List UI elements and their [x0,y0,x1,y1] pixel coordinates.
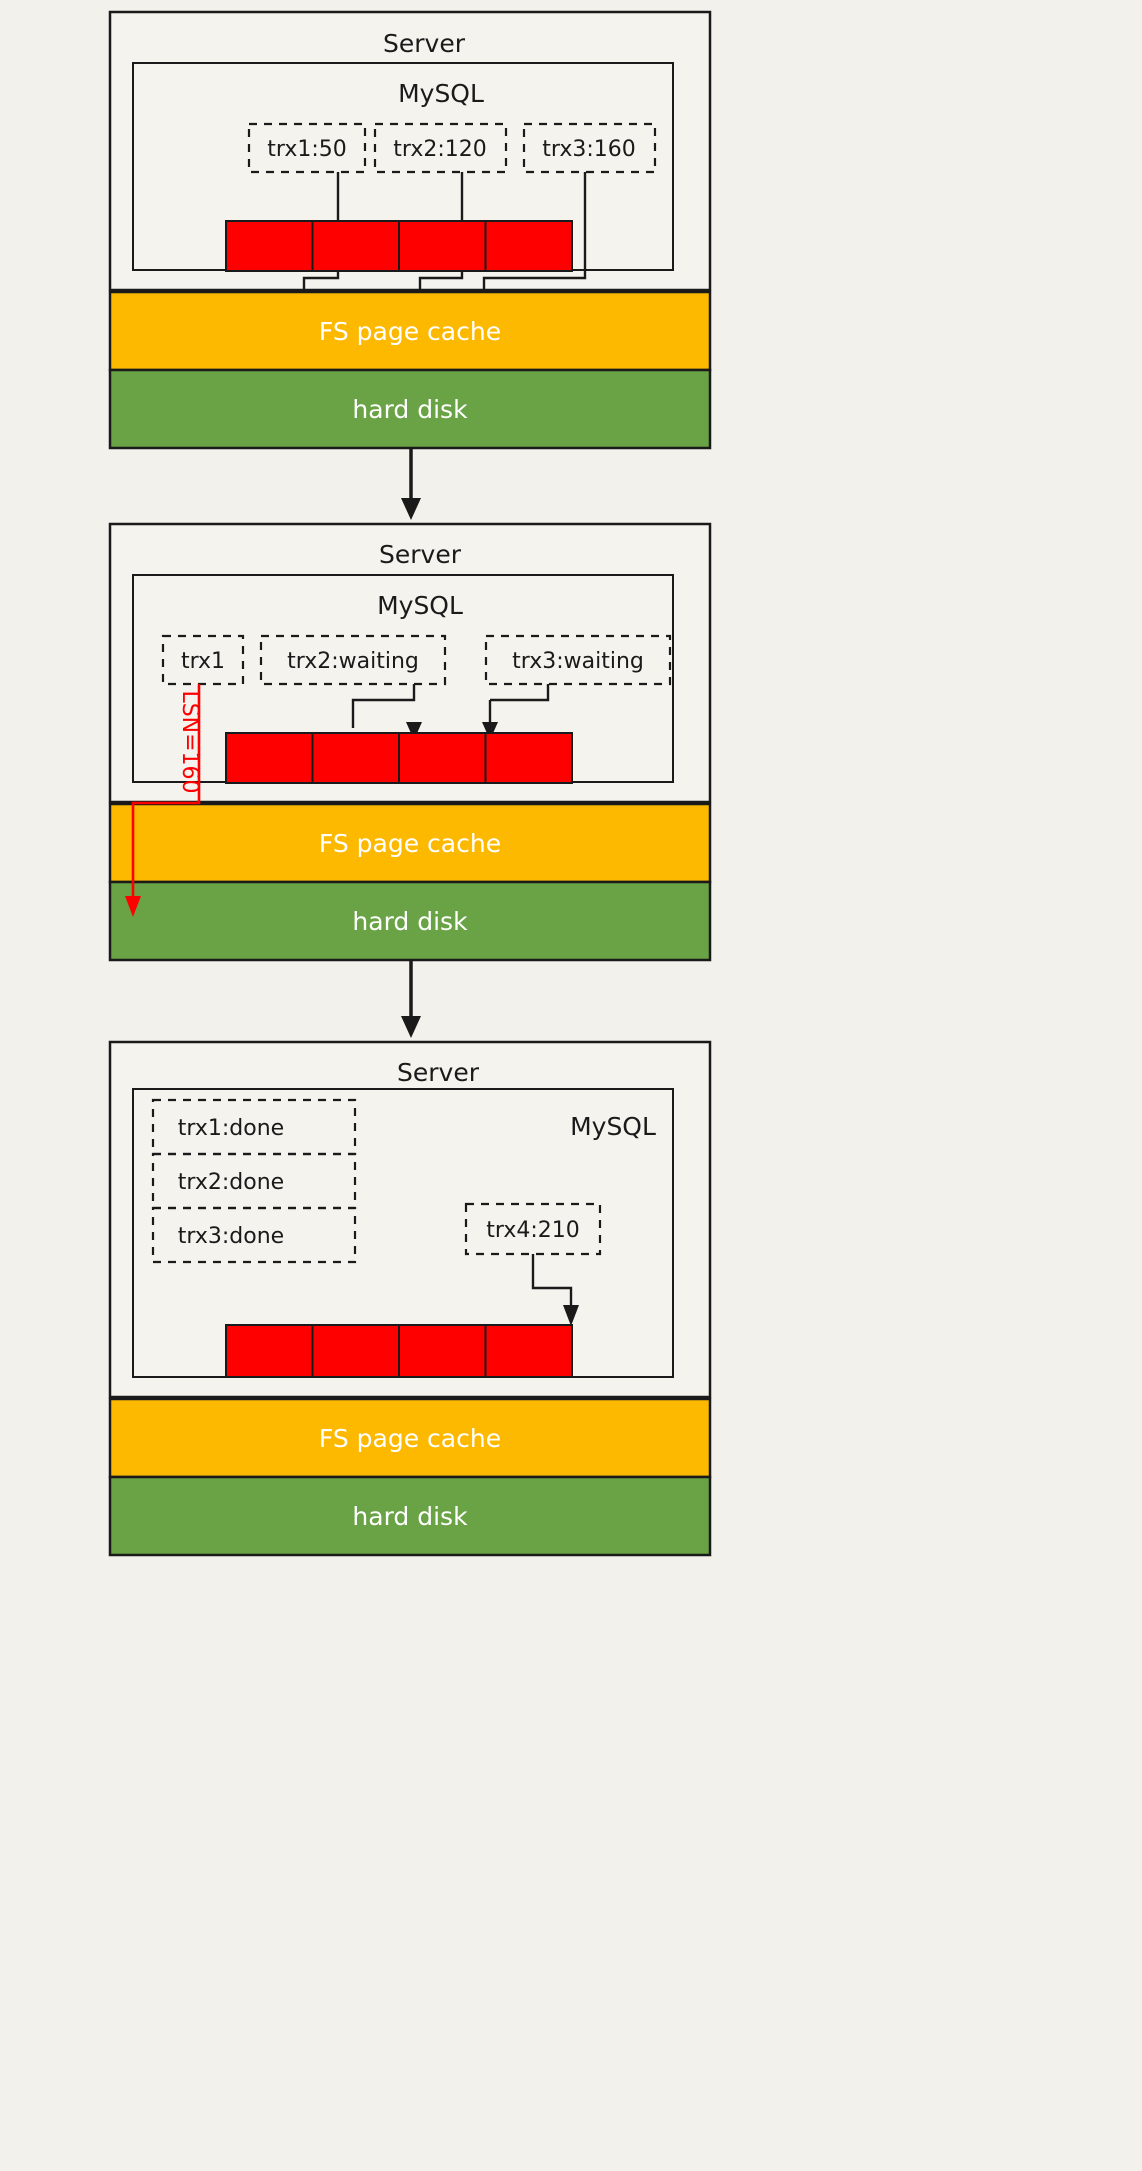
panel-2-server-label: Server [379,540,462,569]
panel-3: Server MySQL trx1:done trx2:done trx3:do… [108,1040,712,1557]
panel-3-mysql-label: MySQL [570,1112,656,1141]
panel-1-trx2-box [373,122,508,174]
panel-3-hard-disk-rect [108,1475,712,1557]
panel-3-hard-disk-label: hard disk [352,1502,468,1531]
panel-1: Server MySQL trx1:50 trx2:120 trx3:160 [108,10,712,450]
panel-2-trx1-label: trx1 [181,649,225,674]
panel-1-hard-disk-rect [108,368,712,450]
panel-1-server-label: Server [383,29,466,58]
panel-2: Server MySQL trx1 trx2:waiting trx3:wait… [108,522,712,962]
panel-2-arrowhead-2 [482,722,498,740]
panel-1-fs-page-cache-rect [108,290,712,372]
panel-1-trx1-label: trx1:50 [267,137,347,162]
panel-3-trx1-done-box [151,1098,357,1156]
panel-2-fs-page-cache-label: FS page cache [319,829,501,858]
panel-3-trx4-label: trx4:210 [486,1218,580,1243]
panel-3-redo-log [225,1324,573,1378]
panel-2-hard-disk-rect [108,880,712,962]
panel-2-lsn-arrowhead [125,896,141,917]
panel-2-trx2-box [259,634,447,686]
panel-2-trx3-box [484,634,672,686]
panel-3-fs-page-cache-rect [108,1397,712,1479]
panel-3-server-label: Server [397,1058,480,1087]
panel-3-trx3-done-box [151,1206,357,1264]
panel-3-trx4-to-redo-connector [531,1254,573,1312]
panel-1-redo-log-overlay [225,220,573,272]
panel-1-trx1-box [247,122,367,174]
panel-2-trx3-label: trx3:waiting [512,649,644,674]
panel-2-trx3-to-redo-connector [490,684,550,702]
panel-1-fs-page-cache-label: FS page cache [319,317,501,346]
panel-2-fs-page-cache-rect [108,802,712,884]
panel-1-trx2-label: trx2:120 [393,137,487,162]
panel-3-trx3-done-label: trx3:done [178,1224,284,1249]
panel-3-trx2-done-box [151,1152,357,1210]
panel-3-done-transactions: trx1:done trx2:done trx3:done [151,1098,357,1264]
panel-2-hard-disk-label: hard disk [352,907,468,936]
panel-3-trx2-done-label: trx2:done [178,1170,284,1195]
panel-1-trx3-label: trx3:160 [542,137,636,162]
panel-3-trx1-done-label: trx1:done [178,1116,284,1141]
panel-2-lsn-arrow-path [131,684,201,903]
panel-2-mysql-label: MySQL [377,591,463,620]
panel-3-trx4-box [464,1202,602,1256]
panel-3-arrowhead-1 [563,1305,579,1326]
panel-2-trx1-box [161,634,245,686]
connector-1-arrowhead [401,498,421,520]
panel-2-trx2-label: trx2:waiting [287,649,419,674]
panel-1-trx3-box [522,122,657,174]
connector-panel2-to-panel3 [401,960,421,1038]
panel-3-fs-page-cache-label: FS page cache [319,1424,501,1453]
panel-2-redo-log [225,732,573,784]
panel-2-lsn-label: LSN=160 [177,690,202,793]
panel-2-lsn-arrow: LSN=160 [125,684,202,917]
panel-2-trx2-to-redo-connector [351,684,416,728]
connector-2-arrowhead [401,1016,421,1038]
panel-1-mysql-label: MySQL [398,79,484,108]
panel-2-arrowhead-1 [406,722,422,740]
panel-1-hard-disk-label: hard disk [352,395,468,424]
connector-panel1-to-panel2 [401,448,421,520]
